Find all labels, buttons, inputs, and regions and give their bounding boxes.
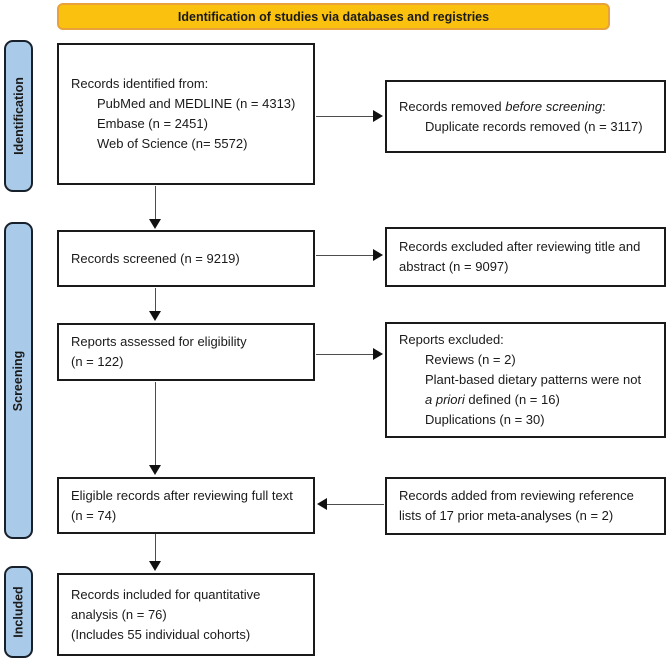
source-web-of-science: Web of Science (n= 5572) <box>97 136 248 151</box>
records-removed-heading: Records removed before screening: <box>399 98 606 114</box>
reports-assessed-line1: Reports assessed for eligibility <box>71 334 247 349</box>
stage-label-screening: Screening <box>4 222 33 539</box>
records-screened-box: Records screened (n = 9219) <box>57 230 315 287</box>
records-identified-box: Records identified from: PubMed and MEDL… <box>57 43 315 185</box>
stage-label-screening-text: Screening <box>11 350 26 411</box>
records-included-box: Records included for quantitative analys… <box>57 573 315 656</box>
arrow-assessed-to-reports-excluded-line <box>316 353 374 355</box>
stage-label-identification-text: Identification <box>11 77 26 155</box>
arrow-screened-to-excluded-head <box>373 249 383 261</box>
records-added-line2: lists of 17 prior meta-analyses (n = 2) <box>399 508 614 523</box>
eligible-records-line2: (n = 74) <box>71 507 117 523</box>
arrow-identified-to-removed-head <box>373 110 383 122</box>
records-removed-box: Records removed before screening: Duplic… <box>385 80 666 153</box>
arrow-identified-to-screened-head <box>149 219 161 229</box>
records-included-line2: analysis (n = 76) <box>71 606 167 622</box>
stage-label-included-text: Included <box>11 586 26 638</box>
banner-label: Identification of studies via databases … <box>177 9 490 24</box>
reports-excluded-box: Reports excluded: Reviews (n = 2) Plant-… <box>385 322 666 438</box>
records-excluded-box: Records excluded after reviewing title a… <box>385 227 666 287</box>
records-excluded-line1: Records excluded after reviewing title a… <box>399 239 641 254</box>
stage-label-identification: Identification <box>4 40 33 192</box>
eligible-records-line1: Eligible records after reviewing full te… <box>71 487 293 503</box>
reports-assessed-box: Reports assessed for eligibility (n = 12… <box>57 323 315 381</box>
excluded-reviews: Reviews (n = 2) <box>425 352 516 367</box>
before-screening-italic: before screening <box>505 98 603 114</box>
arrow-eligible-to-included-line <box>154 534 156 562</box>
arrow-assessed-to-eligible-head <box>149 465 161 475</box>
records-screened-text: Records screened (n = 9219) <box>71 250 240 266</box>
records-added-references-box: Records added from reviewing reference l… <box>385 477 666 535</box>
arrow-identified-to-screened-line <box>154 186 156 220</box>
a-priori-italic: a priori <box>425 392 465 407</box>
excluded-not-a-priori-line2: a priori defined (n = 16) <box>425 392 560 407</box>
arrow-assessed-to-eligible-line <box>154 382 156 466</box>
reports-assessed-line2: (n = 122) <box>71 354 124 369</box>
duplicate-records-removed: Duplicate records removed (n = 3117) <box>425 118 643 134</box>
records-included-line1: Records included for quantitative <box>71 586 261 602</box>
arrow-eligible-to-included-head <box>149 561 161 571</box>
records-excluded-line2: abstract (n = 9097) <box>399 259 509 274</box>
arrow-added-to-eligible-head <box>317 498 327 510</box>
arrow-identified-to-removed-line <box>316 115 374 117</box>
eligible-records-box: Eligible records after reviewing full te… <box>57 477 315 534</box>
arrow-added-to-eligible-line <box>327 503 384 505</box>
arrow-assessed-to-reports-excluded-head <box>373 348 383 360</box>
excluded-duplications: Duplications (n = 30) <box>425 412 545 427</box>
banner-identification-via-databases: Identification of studies via databases … <box>57 3 610 30</box>
source-pubmed-medline: PubMed and MEDLINE (n = 4313) <box>97 96 296 111</box>
arrow-screened-to-assessed-line <box>154 288 156 312</box>
source-embase: Embase (n = 2451) <box>97 116 208 131</box>
reports-excluded-heading: Reports excluded: <box>399 332 504 347</box>
stage-label-included: Included <box>4 566 33 658</box>
records-identified-heading: Records identified from: <box>71 76 209 91</box>
records-included-line3: (Includes 55 individual cohorts) <box>71 626 251 642</box>
records-added-line1: Records added from reviewing reference <box>399 488 634 503</box>
arrow-screened-to-assessed-head <box>149 311 161 321</box>
excluded-not-a-priori-line1: Plant-based dietary patterns were not <box>425 372 642 387</box>
arrow-screened-to-excluded-line <box>316 254 374 256</box>
